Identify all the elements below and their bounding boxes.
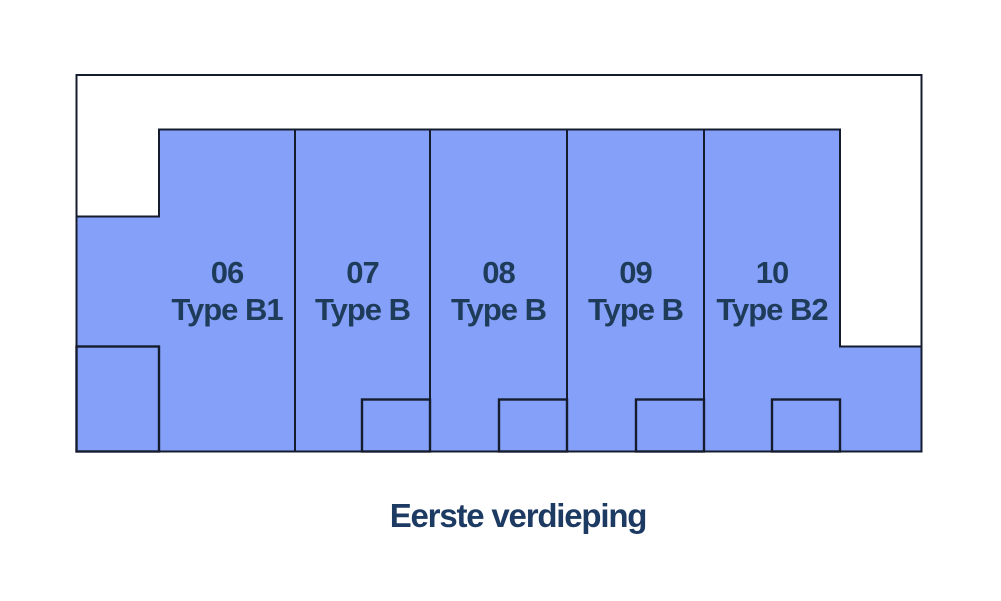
unit-10-room-divider (770, 398, 842, 453)
unit-08-room-divider (497, 398, 569, 453)
unit-07-room-divider (360, 398, 432, 453)
unit-09-shape[interactable] (566, 128, 705, 453)
unit-09-room-divider (634, 398, 706, 453)
floor-title: Eerste verdieping (390, 497, 647, 534)
unit-08-shape[interactable] (429, 128, 568, 453)
unit-06-room-divider (75, 345, 161, 453)
